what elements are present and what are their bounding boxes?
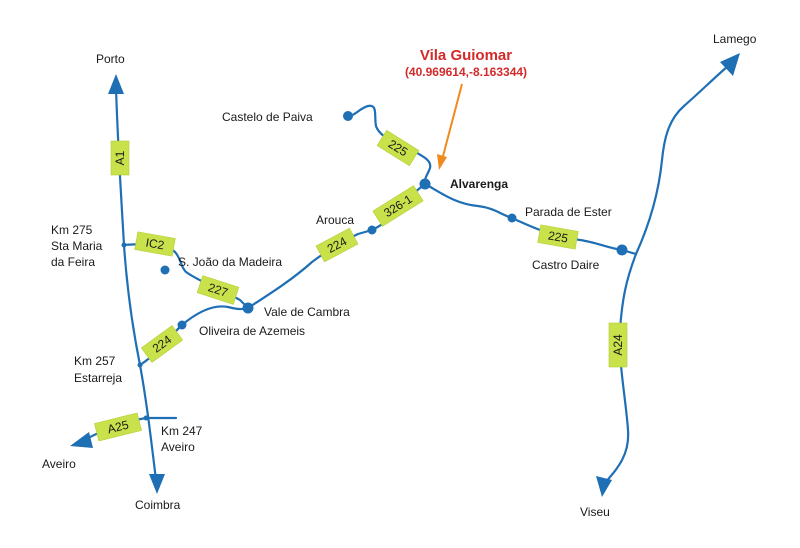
label-castelo-de-paiva: Castelo de Paiva (222, 110, 313, 124)
oliveira-de-azemeis-dot (177, 320, 187, 330)
label-km247-aveiro: Aveiro (161, 440, 195, 454)
label-oliveira-de-azemeis: Oliveira de Azemeis (199, 324, 305, 338)
label-km275: Km 275 (51, 223, 93, 237)
label-aveiro: Aveiro (42, 457, 76, 471)
label-lamego: Lamego (713, 32, 757, 46)
label-parada-de-ester: Parada de Ester (525, 205, 612, 219)
label-sta-maria: Sta Maria (51, 239, 103, 253)
destination-pointer-head-icon (437, 154, 447, 170)
sao-joao-da-madeira-dot (160, 265, 170, 275)
junction-km257 (137, 362, 143, 368)
arouca-dot (367, 225, 377, 235)
svg-text:225: 225 (547, 228, 569, 245)
label-porto: Porto (96, 52, 125, 66)
shield-224-south: 224 (140, 325, 184, 363)
label-castro-daire: Castro Daire (532, 258, 600, 272)
shield-a24: A24 (608, 322, 628, 368)
junction-km275 (121, 242, 127, 248)
label-alvarenga: Alvarenga (450, 177, 508, 191)
alvarenga-dot (419, 178, 431, 190)
arrow-aveiro-icon (70, 432, 93, 448)
destination-pointer (441, 83, 463, 161)
arrow-viseu-icon (596, 476, 612, 497)
parada-de-ester-dot (507, 213, 517, 223)
svg-text:227: 227 (206, 280, 230, 300)
shield-227: 227 (196, 275, 240, 305)
destination-title: Vila Guiomar (420, 47, 512, 64)
shield-ic2: IC2 (134, 231, 176, 257)
label-viseu: Viseu (580, 505, 610, 519)
label-vale-de-cambra: Vale de Cambra (264, 305, 350, 319)
arrow-coimbra-icon (149, 474, 165, 494)
castro-daire-dot (616, 244, 628, 256)
svg-text:A25: A25 (106, 418, 130, 437)
castelo-de-paiva-dot (343, 111, 353, 121)
label-estarreja: Estarreja (74, 371, 122, 385)
svg-text:IC2: IC2 (145, 235, 166, 252)
shield-224-north: 224 (315, 227, 359, 263)
road-a24 (602, 64, 730, 486)
label-arouca: Arouca (316, 213, 354, 227)
shield-225-north: 225 (376, 129, 420, 167)
shield-225-east: 225 (537, 224, 579, 250)
label-km247: Km 247 (161, 424, 203, 438)
destination-coordinates: (40.969614,-8.163344) (405, 65, 527, 79)
arrow-lamego-icon (720, 53, 740, 76)
arrow-porto-icon (108, 74, 124, 94)
label-da-feira: da Feira (51, 255, 95, 269)
svg-text:A1: A1 (113, 150, 127, 165)
svg-text:A24: A24 (611, 334, 625, 356)
shield-a1: A1 (110, 140, 130, 176)
label-km257: Km 257 (74, 354, 116, 368)
shield-326-1: 326-1 (372, 185, 424, 227)
shield-a25: A25 (94, 412, 142, 442)
label-sao-joao-da-madeira: S. João da Madeira (178, 255, 282, 269)
junction-km247 (143, 415, 149, 421)
label-coimbra: Coimbra (135, 498, 181, 512)
vale-de-cambra-dot (242, 302, 254, 314)
